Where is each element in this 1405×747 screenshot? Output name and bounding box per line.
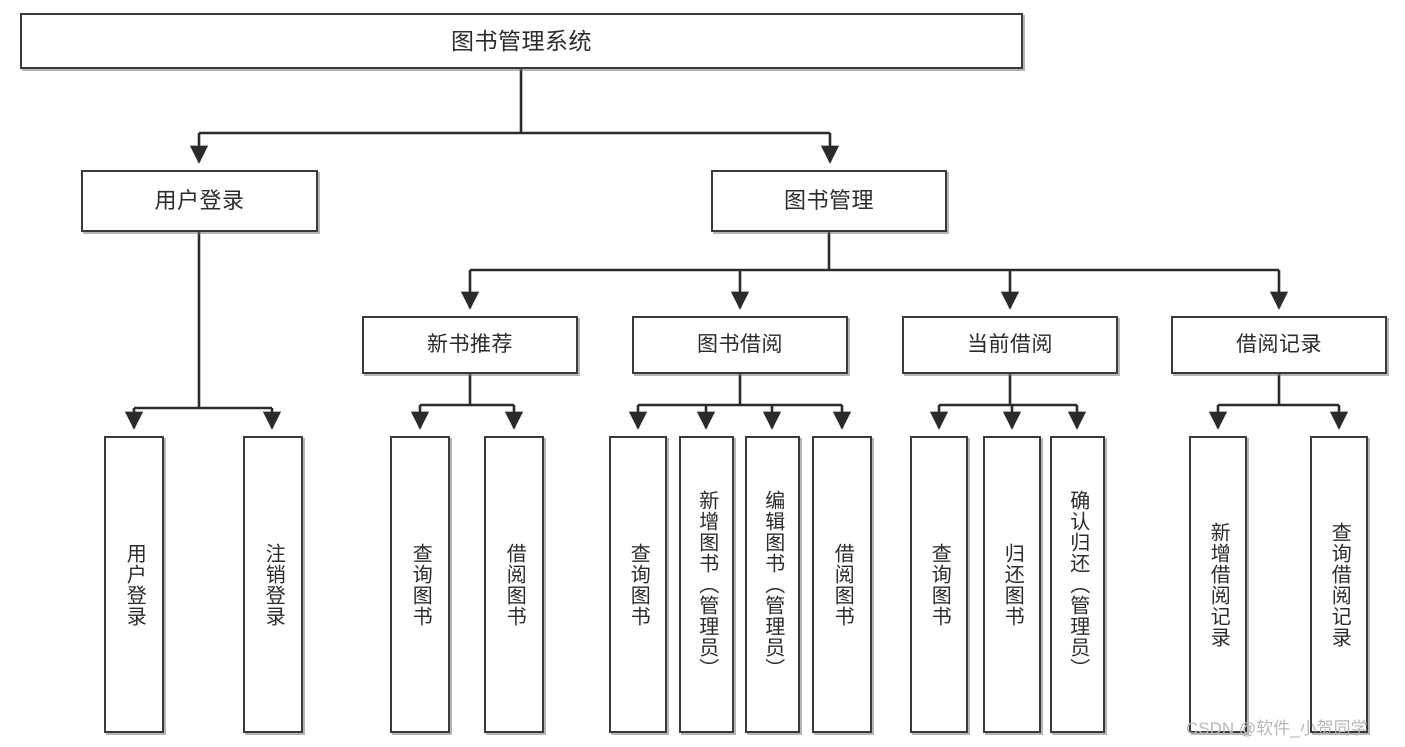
node-leaf-return-book[interactable]: 归还图书 [983, 436, 1041, 733]
node-leaf-query-book-1-label: 查询图书 [409, 542, 432, 627]
node-leaf-add-book-label: 新增图书（管理员） [695, 490, 718, 679]
node-leaf-logout[interactable]: 注销登录 [243, 436, 303, 733]
node-leaf-confirm-return-label: 确认归还（管理员） [1066, 490, 1089, 679]
node-user-login[interactable]: 用户登录 [81, 170, 318, 232]
node-leaf-add-record[interactable]: 新增借阅记录 [1189, 436, 1247, 733]
node-leaf-logout-label: 注销登录 [262, 542, 285, 627]
node-root[interactable]: 图书管理系统 [20, 13, 1023, 69]
node-new-book-rec[interactable]: 新书推荐 [362, 316, 578, 374]
node-leaf-query-book-2-label: 查询图书 [627, 542, 650, 627]
node-leaf-query-book-1[interactable]: 查询图书 [390, 436, 450, 733]
node-book-borrow[interactable]: 图书借阅 [632, 316, 848, 374]
node-borrow-record[interactable]: 借阅记录 [1171, 316, 1387, 374]
node-book-borrow-label: 图书借阅 [697, 332, 783, 356]
node-current-borrow[interactable]: 当前借阅 [902, 316, 1118, 374]
node-leaf-confirm-return[interactable]: 确认归还（管理员） [1050, 436, 1105, 733]
node-leaf-user-login[interactable]: 用户登录 [104, 436, 164, 733]
node-leaf-query-book-2[interactable]: 查询图书 [609, 436, 667, 733]
node-leaf-add-record-label: 新增借阅记录 [1207, 521, 1230, 648]
node-leaf-add-book[interactable]: 新增图书（管理员） [679, 436, 734, 733]
node-leaf-return-book-label: 归还图书 [1001, 542, 1024, 627]
node-borrow-record-label: 借阅记录 [1236, 332, 1322, 356]
node-leaf-query-book-3[interactable]: 查询图书 [910, 436, 968, 733]
node-leaf-borrow-book-1-label: 借阅图书 [503, 542, 526, 627]
node-leaf-borrow-book-2-label: 借阅图书 [831, 542, 854, 627]
node-leaf-borrow-book-1[interactable]: 借阅图书 [484, 436, 544, 733]
csdn-watermark: CSDN @软件_小贺同学 [1186, 719, 1368, 738]
node-leaf-edit-book-label: 编辑图书（管理员） [761, 490, 784, 679]
node-leaf-query-record[interactable]: 查询借阅记录 [1310, 436, 1368, 733]
node-leaf-user-login-label: 用户登录 [123, 542, 146, 627]
node-book-manage[interactable]: 图书管理 [711, 170, 947, 232]
node-user-login-label: 用户登录 [154, 188, 245, 214]
node-leaf-query-book-3-label: 查询图书 [928, 542, 951, 627]
node-current-borrow-label: 当前借阅 [967, 332, 1053, 356]
node-leaf-borrow-book-2[interactable]: 借阅图书 [812, 436, 872, 733]
node-new-book-rec-label: 新书推荐 [427, 332, 513, 356]
node-root-label: 图书管理系统 [451, 27, 592, 54]
node-leaf-query-record-label: 查询借阅记录 [1328, 521, 1351, 648]
node-leaf-edit-book[interactable]: 编辑图书（管理员） [745, 436, 800, 733]
node-book-manage-label: 图书管理 [783, 188, 874, 214]
